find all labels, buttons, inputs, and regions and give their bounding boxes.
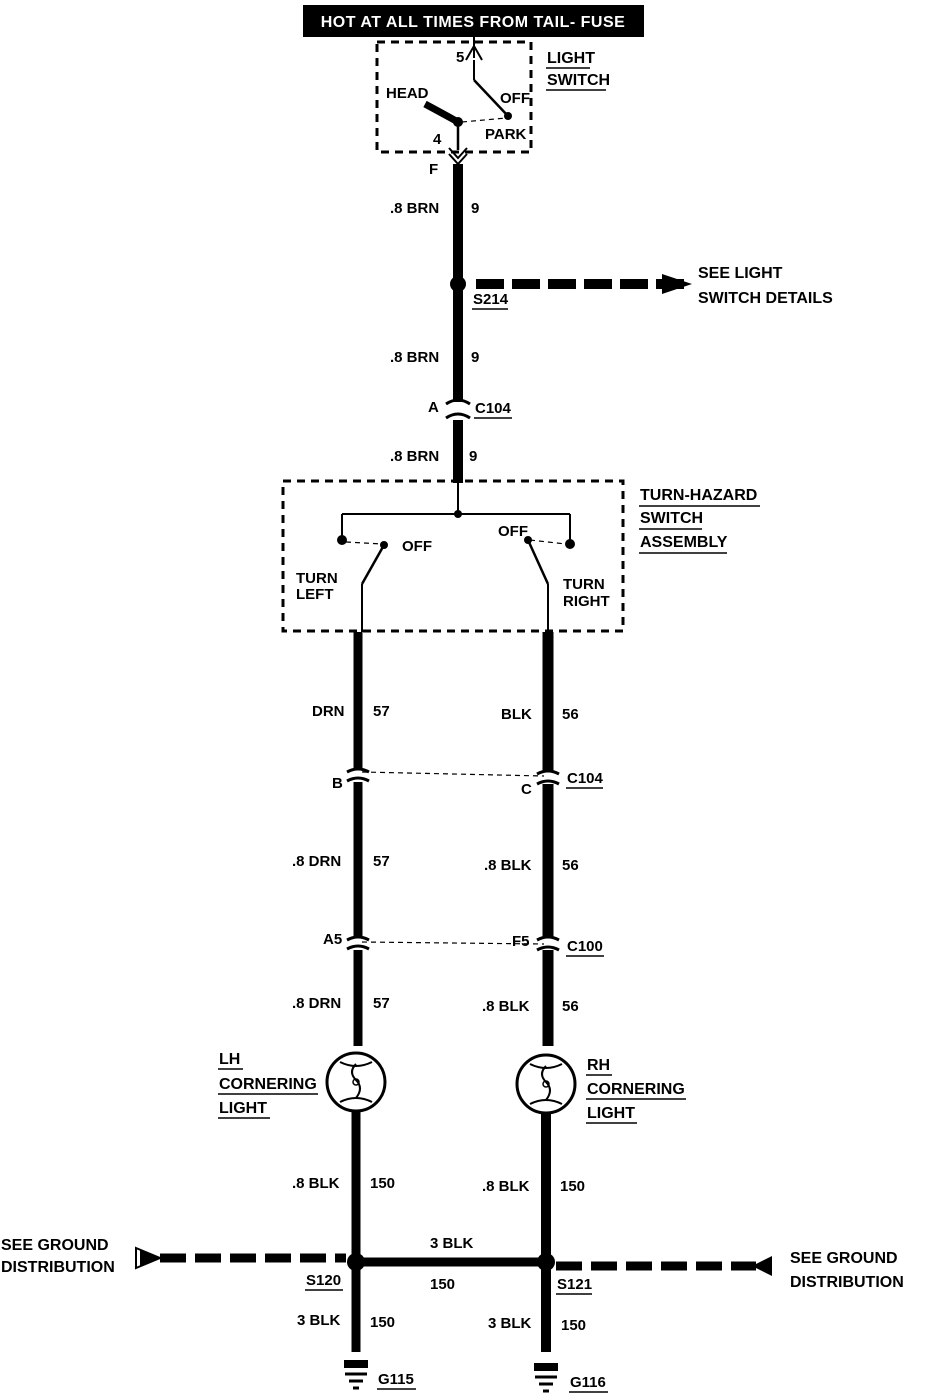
- wire-rh2-color: .8 BLK: [484, 857, 532, 874]
- ground-g116: G116: [570, 1374, 606, 1391]
- c104-top-pin: A: [428, 399, 439, 416]
- ground-circuit-150: .8 BLK 150 .8 BLK 150 3 BLK 150 SEE GROU…: [1, 1112, 904, 1393]
- feed-wire-circuit-9: .8 BRN 9 S214 SEE LIGHT SWITCH DETAILS .…: [390, 164, 833, 514]
- wire-w1-color: .8 BRN: [390, 200, 439, 217]
- th-off-right: OFF: [498, 523, 528, 540]
- splice-s120: S120: [306, 1272, 341, 1289]
- ls-term-top: 5: [456, 49, 464, 66]
- th-turn-right-2: RIGHT: [563, 593, 610, 610]
- wire-rh3-circuit: 56: [562, 998, 579, 1015]
- wire-rh5-color: 3 BLK: [488, 1315, 532, 1332]
- ground-symbol-g116: [534, 1363, 558, 1393]
- wire-lh4-circuit: 150: [370, 1175, 395, 1192]
- c100-pin-left: A5: [323, 931, 342, 948]
- lh-light-1: LH: [219, 1051, 240, 1068]
- splice-s121: S121: [557, 1276, 592, 1293]
- th-turn-left-1: TURN: [296, 570, 338, 587]
- lh-light-3: LIGHT: [219, 1100, 267, 1117]
- power-source-header: HOT AT ALL TIMES FROM TAIL- FUSE: [303, 5, 644, 37]
- c104-bottom-pin-right: C: [521, 781, 532, 798]
- wire-lh2-color: .8 DRN: [292, 853, 341, 870]
- wire-rh1-color: BLK: [501, 706, 532, 723]
- wire-rh1-circuit: 56: [562, 706, 579, 723]
- c104-tie: [361, 771, 545, 777]
- wire-w2-circuit: 9: [471, 349, 479, 366]
- ground-right-1: SEE GROUND: [790, 1250, 898, 1267]
- splice-s214: S214: [473, 291, 509, 308]
- c104-bottom-name: C104: [567, 770, 604, 787]
- ls-pos-off: OFF: [500, 90, 530, 107]
- ls-term-out: F: [429, 161, 438, 178]
- turn-hazard-switch: OFF OFF TURN LEFT TURN RIGHT TURN-HAZARD…: [281, 479, 760, 633]
- wire-w3-circuit: 9: [469, 448, 477, 465]
- wire-lh3-color: .8 DRN: [292, 995, 341, 1012]
- turn-hazard-title-2: SWITCH: [640, 510, 703, 527]
- wire-lh4-color: .8 BLK: [292, 1175, 340, 1192]
- turn-hazard-title-3: ASSEMBLY: [640, 534, 728, 551]
- light-switch-title-2: SWITCH: [547, 72, 610, 89]
- wire-rh4-color: .8 BLK: [482, 1178, 530, 1195]
- ls-pos-head: HEAD: [386, 85, 429, 102]
- rh-cornering-light: RH CORNERING LIGHT: [515, 1053, 686, 1124]
- wire-lh5-circuit: 150: [370, 1314, 395, 1331]
- ls-pos-park: PARK: [485, 126, 527, 143]
- ground-left-2: DISTRIBUTION: [1, 1259, 115, 1276]
- wire-rh5-circuit: 150: [561, 1317, 586, 1334]
- lh-light-2: CORNERING: [219, 1076, 317, 1093]
- wire-rh2-circuit: 56: [562, 857, 579, 874]
- c104-bottom-pin-left: B: [332, 775, 343, 792]
- ground-right-2: DISTRIBUTION: [790, 1274, 904, 1291]
- ground-symbol-g115: [344, 1360, 368, 1390]
- rh-light-2: CORNERING: [587, 1081, 685, 1098]
- ls-term-bottom: 4: [433, 131, 442, 148]
- wire-lh2-circuit: 57: [373, 853, 390, 870]
- turn-hazard-title-1: TURN-HAZARD: [640, 487, 757, 504]
- wire-w2-color: .8 BRN: [390, 349, 439, 366]
- wire-mid-top: 3 BLK: [430, 1235, 474, 1252]
- light-switch: 5 HEAD OFF PARK 4 F LIGHT SWITCH: [375, 37, 610, 178]
- c100-name: C100: [567, 938, 603, 955]
- wire-w3-color: .8 BRN: [390, 448, 439, 465]
- see-light-switch-2: SWITCH DETAILS: [698, 290, 833, 307]
- wire-w1-circuit: 9: [471, 200, 479, 217]
- ground-left-1: SEE GROUND: [1, 1237, 109, 1254]
- see-light-switch-1: SEE LIGHT: [698, 265, 783, 282]
- wire-lh1-circuit: 57: [373, 703, 390, 720]
- wire-rh4-circuit: 150: [560, 1178, 585, 1195]
- lh-circuit-57: DRN 57 B .8 DRN 57 A5 .8 DRN 57: [292, 632, 390, 1046]
- c100-pin-right: F5: [512, 933, 530, 950]
- rh-circuit-56: BLK 56 C C104 .8 BLK 56 F5 C100 .8 BLK 5…: [482, 632, 604, 1046]
- ground-g115: G115: [378, 1371, 414, 1388]
- wire-lh3-circuit: 57: [373, 995, 390, 1012]
- lh-cornering-light: LH CORNERING LIGHT: [218, 1051, 387, 1119]
- wire-mid-bottom: 150: [430, 1276, 455, 1293]
- th-turn-left-2: LEFT: [296, 586, 334, 603]
- wire-rh3-color: .8 BLK: [482, 998, 530, 1015]
- c100-tie: [361, 941, 545, 945]
- power-source-label: HOT AT ALL TIMES FROM TAIL- FUSE: [321, 14, 626, 31]
- wire-lh5-color: 3 BLK: [297, 1312, 341, 1329]
- rh-light-3: LIGHT: [587, 1105, 635, 1122]
- rh-light-1: RH: [587, 1057, 610, 1074]
- th-off-left: OFF: [402, 538, 432, 555]
- th-turn-right-1: TURN: [563, 576, 605, 593]
- c104-top-name: C104: [475, 400, 512, 417]
- wire-lh1-color: DRN: [312, 703, 345, 720]
- light-switch-title-1: LIGHT: [547, 50, 595, 67]
